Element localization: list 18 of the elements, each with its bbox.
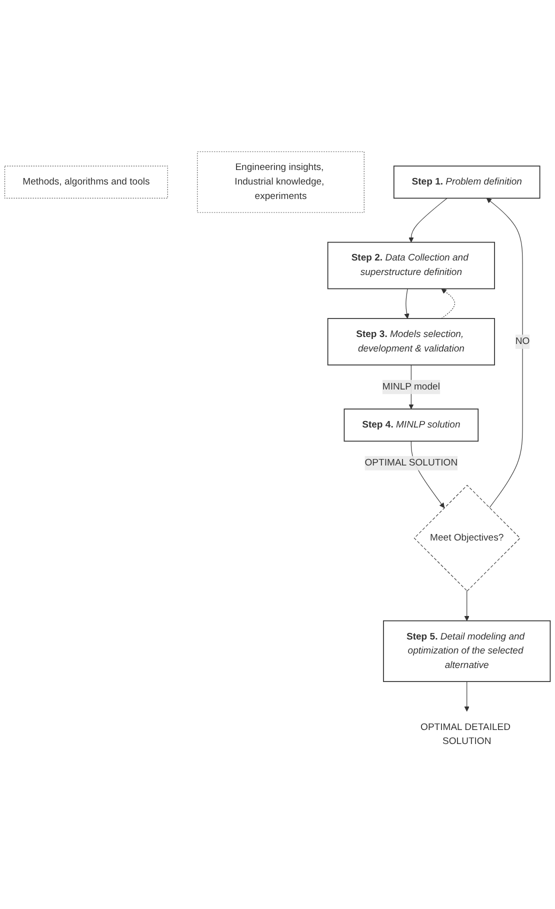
node-box: Step 1. Problem definition bbox=[393, 165, 540, 198]
arrow bbox=[408, 198, 448, 242]
arrow bbox=[404, 288, 410, 318]
node-box: Engineering insights, Industrial knowledge, experiments bbox=[197, 151, 364, 213]
node-box: Step 2. Data Collection and superstructure definition bbox=[327, 242, 495, 289]
node-box: Step 3. Models selection, development & validation bbox=[327, 318, 495, 366]
arrow bbox=[464, 590, 470, 621]
node-diamond: Meet Objectives? bbox=[414, 484, 520, 592]
node-box: Methods, algorithms and tools bbox=[4, 166, 168, 198]
arrow bbox=[441, 288, 456, 319]
node-box: Step 5. Detail modeling and optimization of the selected alternative bbox=[383, 620, 551, 682]
arrow bbox=[464, 680, 470, 712]
edge-label: OPTIMAL SOLUTION bbox=[364, 458, 458, 468]
node-text: OPTIMAL DETAILED SOLUTION bbox=[420, 722, 511, 746]
edge-label: NO bbox=[515, 336, 530, 346]
node-box: Step 4. MINLP solution bbox=[344, 408, 479, 442]
arrow bbox=[486, 198, 523, 508]
edge-label: MINLP model bbox=[382, 381, 440, 392]
